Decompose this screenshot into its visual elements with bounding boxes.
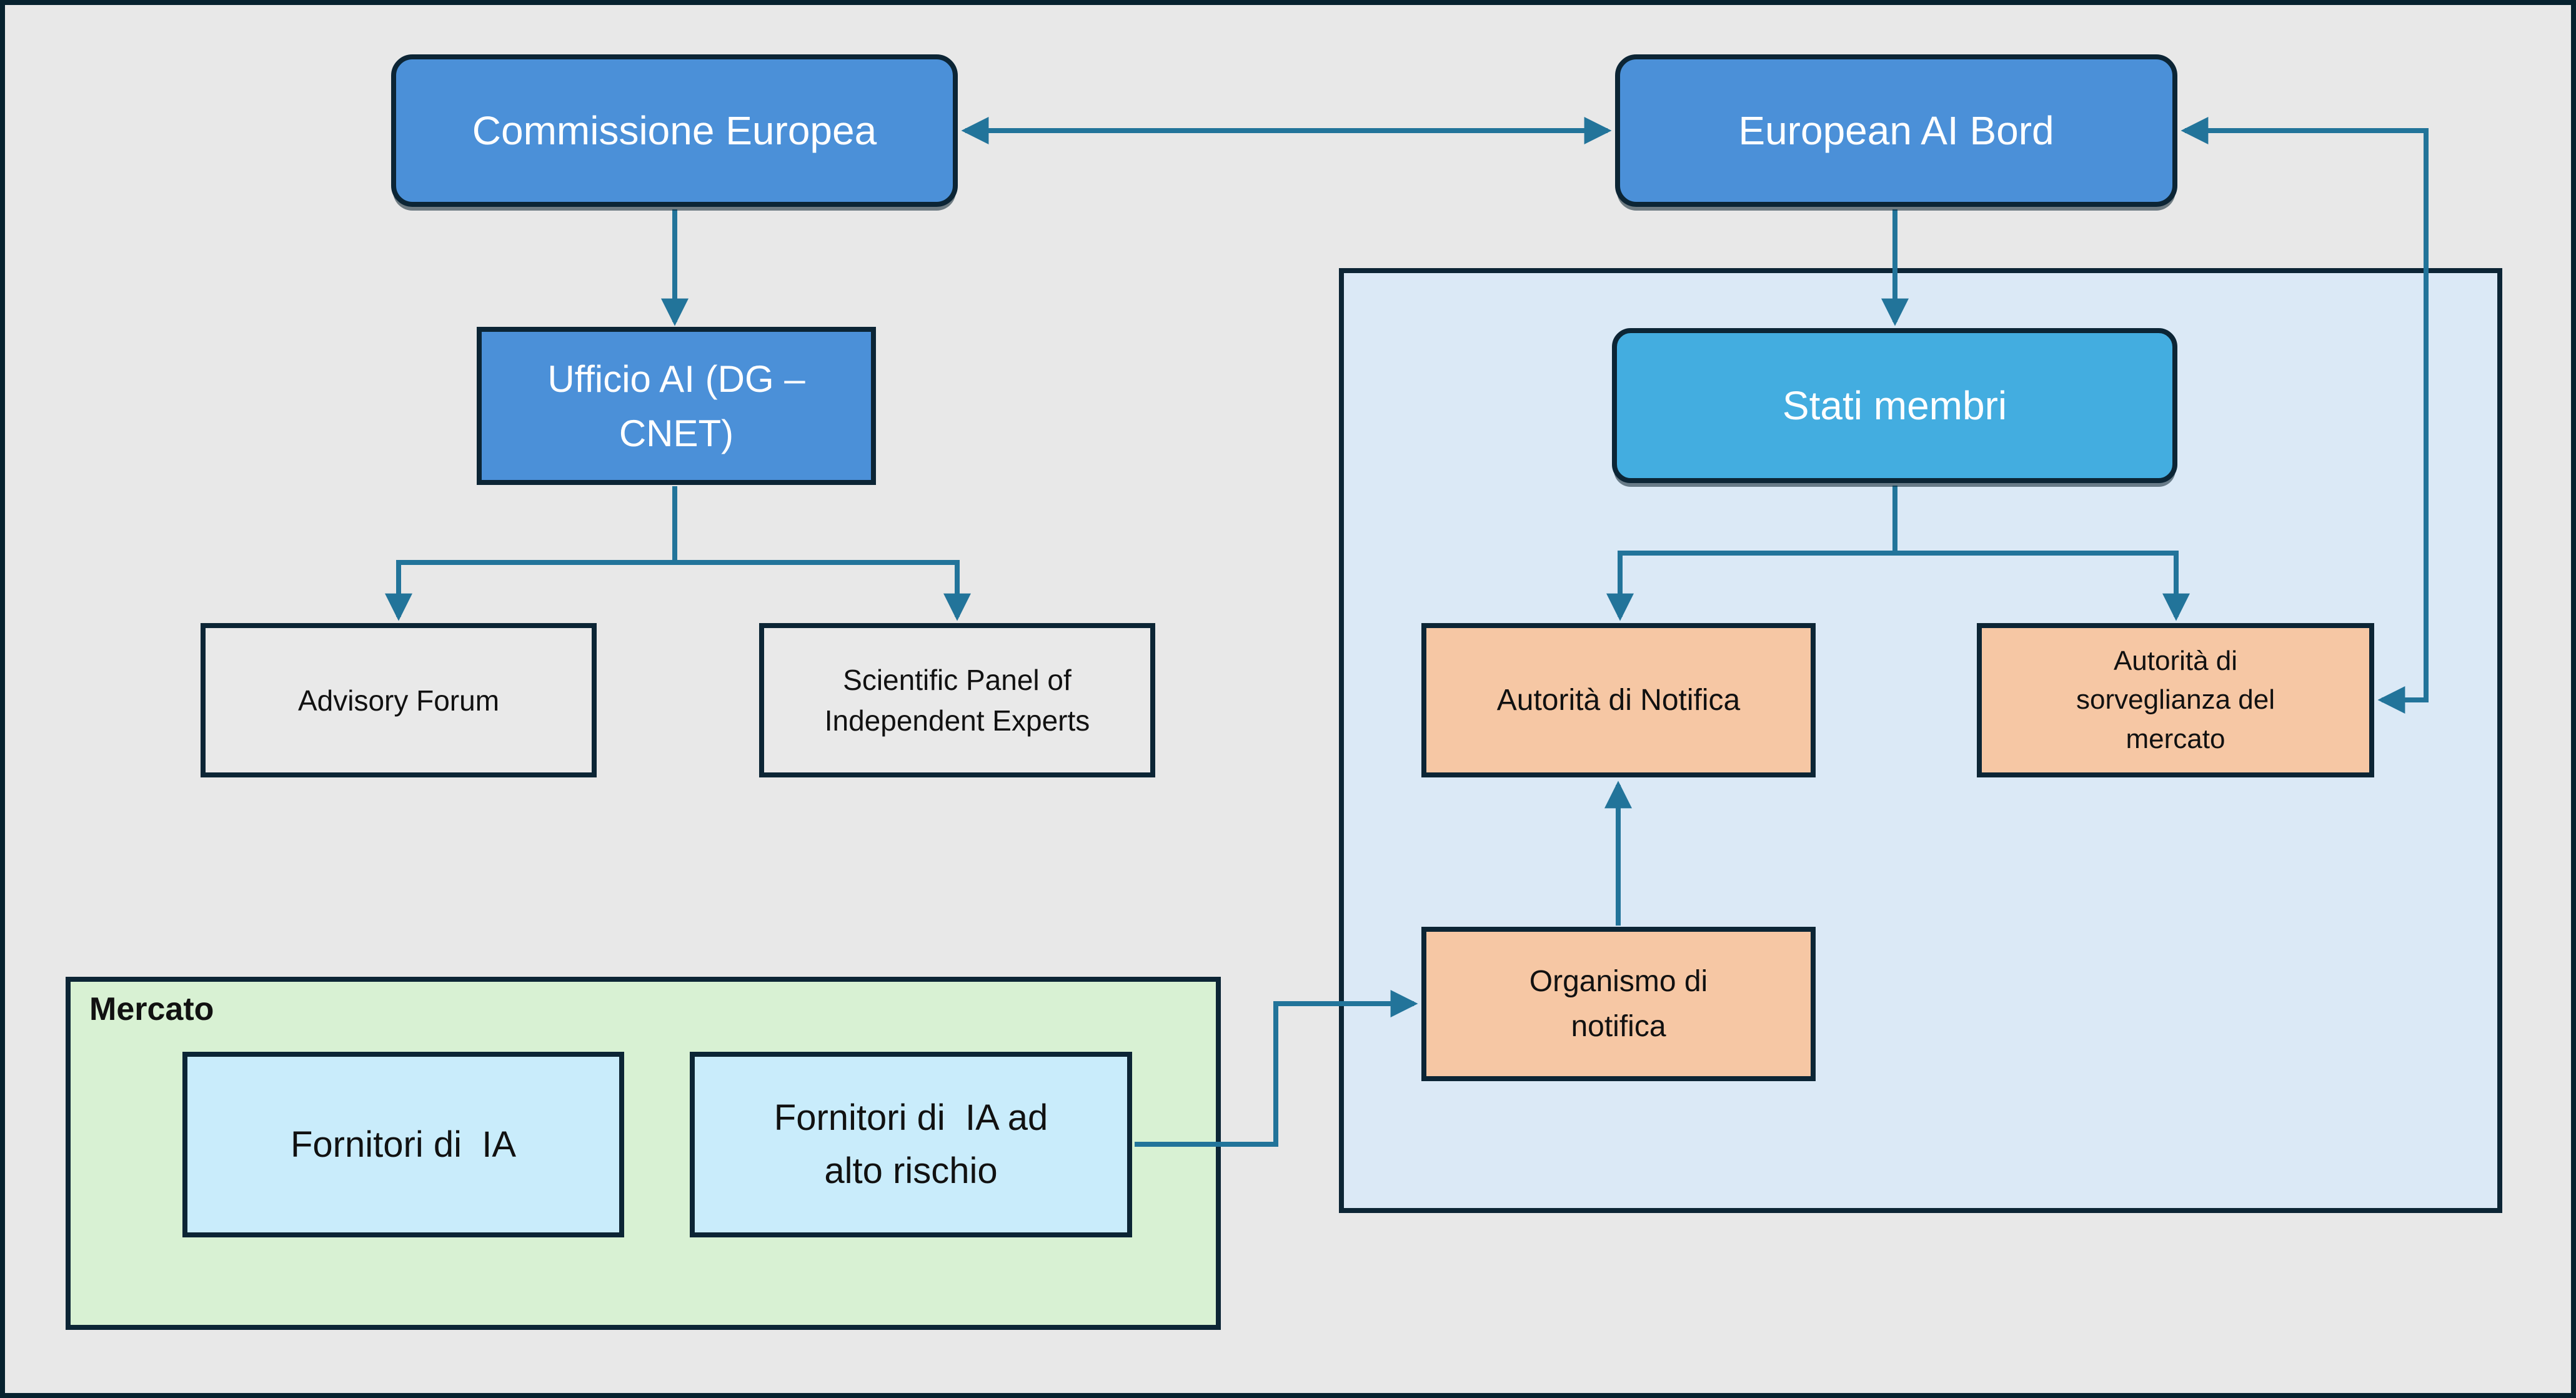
node-scientific-panel: Scientific Panel of Independent Experts (759, 623, 1155, 777)
edge-fornitorialto-organismo (1135, 990, 1418, 1147)
node-autorita-di-notifica-label: Autorità di Notifica (1496, 684, 1741, 717)
node-stati-membri: Stati membri (1612, 328, 2177, 483)
node-autorita-sorveglianza: Autorità di sorveglianza del mercato (1977, 623, 2374, 777)
node-commissione-europea: Commissione Europea (391, 54, 958, 207)
node-european-ai-board: European AI Bord (1615, 54, 2177, 207)
node-advisory-forum-label: Advisory Forum (297, 684, 500, 717)
node-stati-membri-label: Stati membri (1782, 383, 2007, 428)
node-commissione-europea-label: Commissione Europea (472, 108, 877, 153)
edge-aiboard-autsorveglianza (2181, 117, 2429, 714)
node-organismo-di-notifica: Organismo di notifica (1421, 927, 1816, 1081)
node-autorita-sorveglianza-label: Autorità di sorveglianza del mercato (2076, 645, 2275, 754)
node-organismo-di-notifica-label: Organismo di notifica (1529, 964, 1708, 1043)
node-fornitori-ia: Fornitori di IA (182, 1052, 624, 1237)
node-fornitori-ia-alto-rischio: Fornitori di IA ad alto rischio (690, 1052, 1132, 1237)
node-autorita-di-notifica: Autorità di Notifica (1421, 623, 1816, 777)
node-european-ai-board-label: European AI Bord (1738, 108, 2054, 153)
node-fornitori-ia-label: Fornitori di IA (291, 1124, 516, 1165)
node-advisory-forum: Advisory Forum (201, 623, 597, 777)
node-fornitori-ia-alto-rischio-label: Fornitori di IA ad alto rischio (773, 1097, 1048, 1191)
node-scientific-panel-label: Scientific Panel of Independent Experts (824, 664, 1090, 737)
mercato-panel-label: Mercato (89, 991, 214, 1027)
connector-layer (385, 117, 2429, 1147)
node-ufficio-ai-label: Ufficio AI (DG – CNET) (547, 357, 805, 454)
node-ufficio-ai: Ufficio AI (DG – CNET) (477, 327, 876, 485)
